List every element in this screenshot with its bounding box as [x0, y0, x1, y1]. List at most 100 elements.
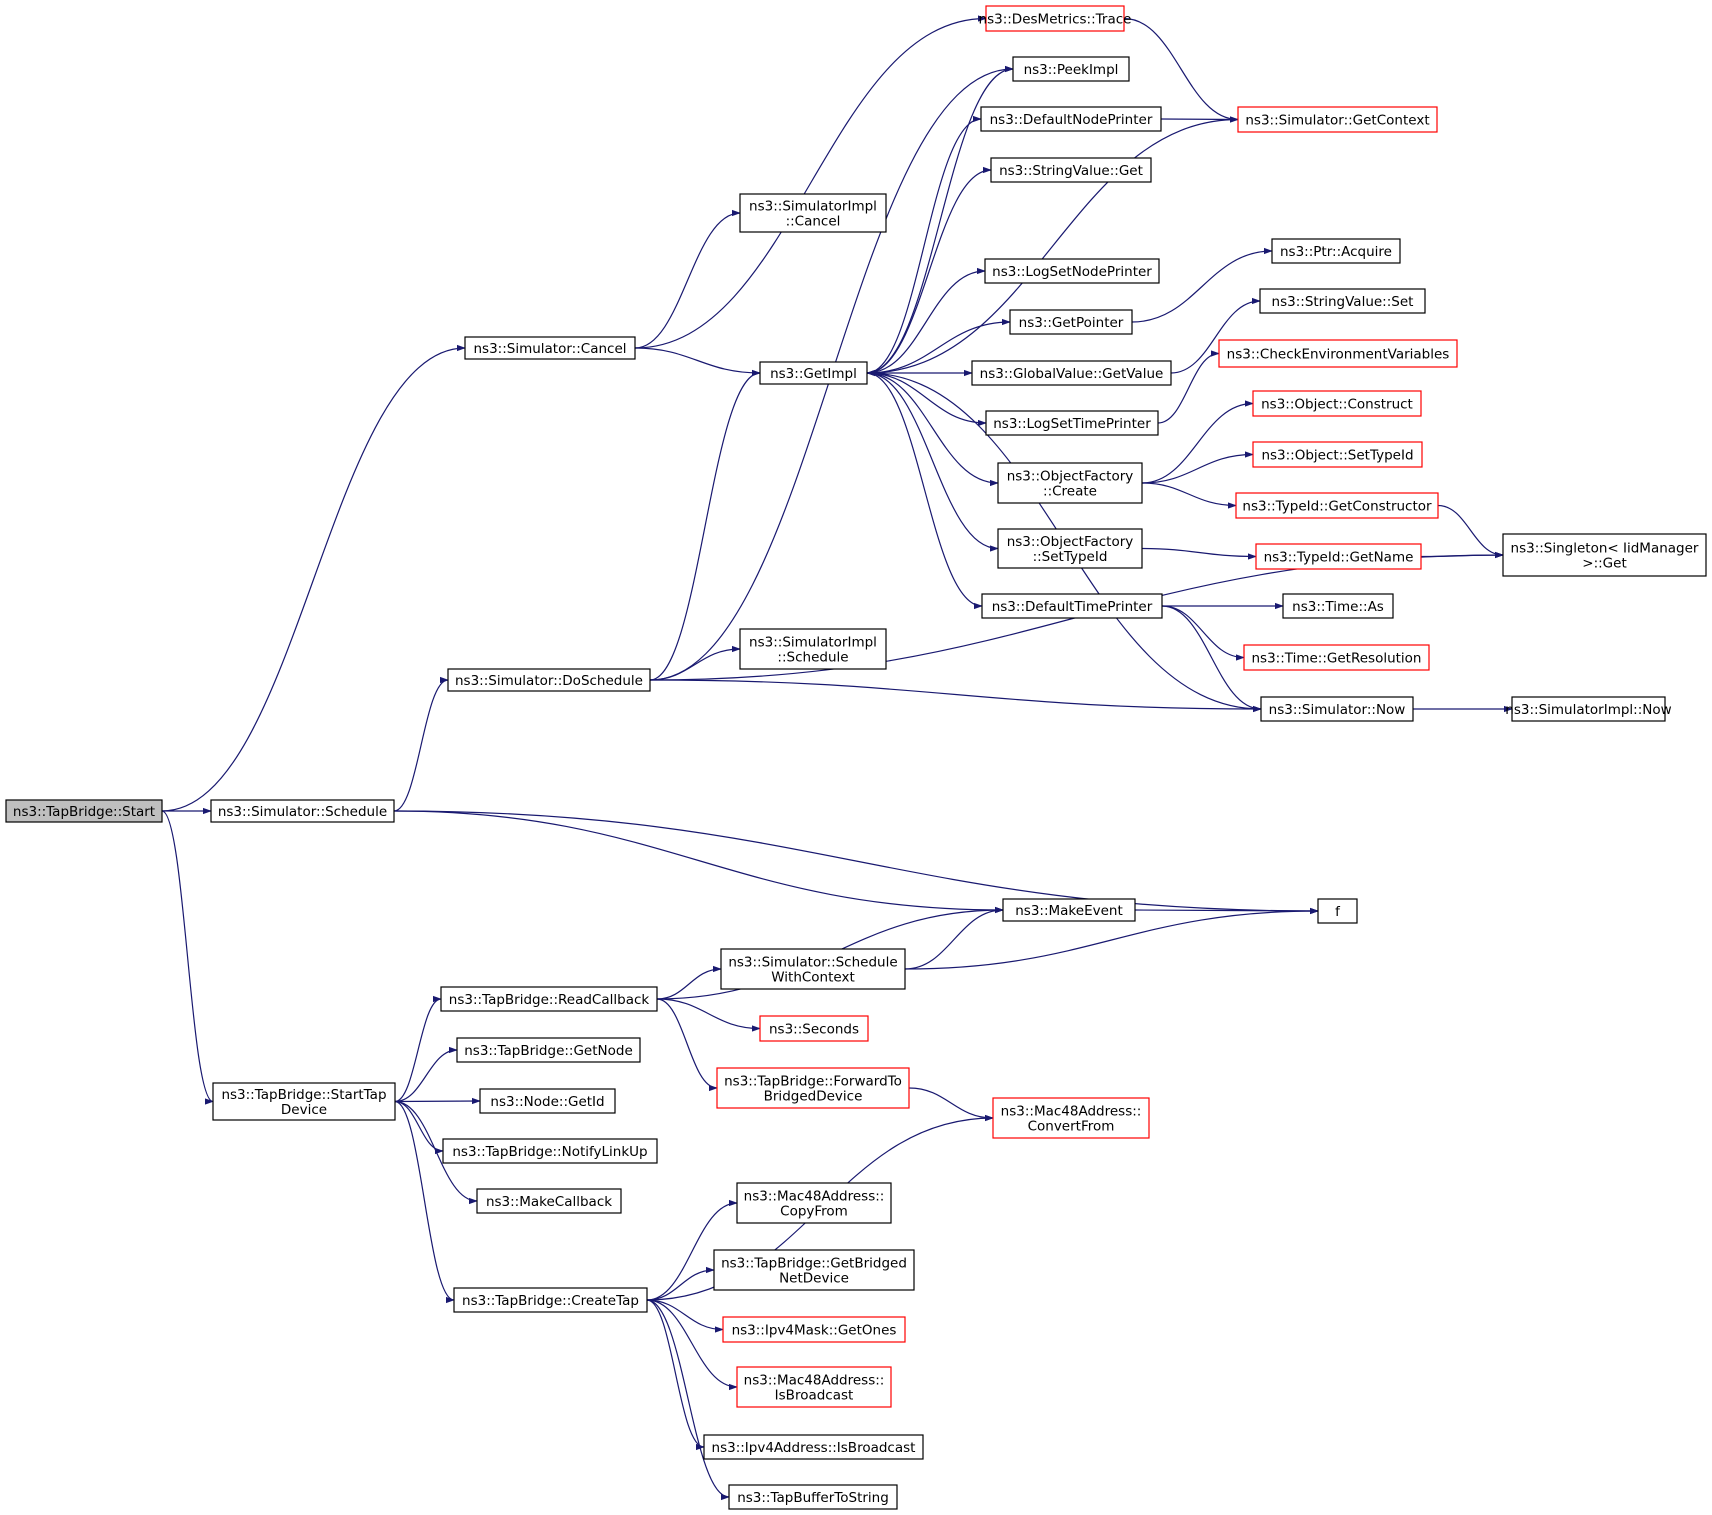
node-tapbuffer[interactable]: ns3::TapBufferToString	[728, 1484, 898, 1510]
node-deftimeprinter[interactable]: ns3::DefaultTimePrinter	[981, 593, 1163, 619]
node-box	[980, 106, 1162, 132]
node-label: ns3::TapBridge::NotifyLinkUp	[452, 1144, 647, 1160]
node-box	[1259, 288, 1426, 314]
node-seconds[interactable]: ns3::Seconds	[759, 1015, 869, 1042]
node-timeas[interactable]: ns3::Time::As	[1282, 593, 1394, 619]
node-simimplschedule[interactable]: ns3::SimulatorImpl::Schedule	[739, 628, 887, 670]
node-logsetnode[interactable]: ns3::LogSetNodePrinter	[984, 258, 1160, 284]
node-box	[722, 1316, 906, 1343]
node-box	[210, 799, 395, 823]
call-edge-sched-to-f	[393, 810, 1319, 915]
node-label: ns3::TapBridge::ForwardTo	[724, 1074, 902, 1090]
node-start[interactable]: ns3::TapBridge::Start	[5, 799, 163, 823]
node-makeevent[interactable]: ns3::MakeEvent	[1002, 898, 1136, 922]
node-globalget[interactable]: ns3::GlobalValue::GetValue	[971, 360, 1172, 386]
node-logsettime[interactable]: ns3::LogSetTimePrinter	[985, 410, 1159, 436]
node-box	[1243, 644, 1430, 671]
call-edge-deftimeprinter-to-getresolution	[1161, 605, 1245, 661]
node-destrace[interactable]: ns3::DesMetrics::Trace	[979, 5, 1132, 32]
node-label: ns3::Simulator::DoSchedule	[455, 673, 643, 689]
node-convertfrom[interactable]: ns3::Mac48Address::ConvertFrom	[992, 1097, 1150, 1139]
node-box	[1235, 492, 1439, 519]
node-notifylinkup[interactable]: ns3::TapBridge::NotifyLinkUp	[442, 1138, 658, 1164]
node-box	[736, 1366, 892, 1408]
node-dosched[interactable]: ns3::Simulator::DoSchedule	[447, 668, 651, 692]
call-edge-readcb-to-schedctx	[656, 965, 722, 1000]
node-box	[759, 1015, 869, 1042]
node-label: ns3::MakeEvent	[1015, 903, 1123, 919]
node-getconstructor[interactable]: ns3::TypeId::GetConstructor	[1235, 492, 1439, 519]
node-stringset[interactable]: ns3::StringValue::Set	[1259, 288, 1426, 314]
call-edge-ofcreate-to-objconstruct	[1141, 400, 1254, 484]
node-label: ns3::Simulator::Schedule	[728, 955, 897, 971]
call-edge-makeevent-to-f	[1134, 907, 1319, 915]
node-f[interactable]: f	[1317, 898, 1358, 924]
call-edge-ofsettypeid-to-getname	[1141, 547, 1257, 560]
node-box	[447, 668, 651, 692]
call-edge-getcontext-to-getimpl	[866, 118, 1239, 377]
call-edge-ofcreate-to-getconstructor	[1141, 482, 1237, 509]
node-singleton[interactable]: ns3::Singleton< IidManager>::Get	[1502, 533, 1707, 577]
node-label: ns3::TapBridge::CreateTap	[462, 1293, 639, 1309]
node-cancel[interactable]: ns3::Simulator::Cancel	[464, 336, 636, 360]
call-edge-readcb-to-fwd	[656, 998, 718, 1092]
node-sched[interactable]: ns3::Simulator::Schedule	[210, 799, 395, 823]
node-simnow[interactable]: ns3::Simulator::Now	[1260, 696, 1414, 722]
node-getcontext[interactable]: ns3::Simulator::GetContext	[1237, 106, 1438, 133]
node-label: ns3::SimulatorImpl	[749, 199, 877, 215]
node-defnodeprinter[interactable]: ns3::DefaultNodePrinter	[980, 106, 1162, 132]
node-label: ns3::Ptr::Acquire	[1280, 244, 1392, 260]
node-stringget[interactable]: ns3::StringValue::Get	[990, 157, 1152, 183]
call-edge-start-to-cancel	[161, 344, 466, 812]
node-peekimpl[interactable]: ns3::PeekImpl	[1012, 56, 1130, 82]
node-box	[1271, 238, 1401, 264]
node-getpointer[interactable]: ns3::GetPointer	[1009, 309, 1133, 335]
node-label: ns3::GlobalValue::GetValue	[980, 366, 1164, 382]
node-box	[713, 1249, 915, 1291]
node-getresolution[interactable]: ns3::Time::GetResolution	[1243, 644, 1430, 671]
node-getnode[interactable]: ns3::TapBridge::GetNode	[456, 1037, 641, 1063]
node-objsettypeid[interactable]: ns3::Object::SetTypeId	[1252, 441, 1423, 468]
call-edge-getimpl-to-logsetnode	[866, 267, 986, 374]
node-checkenv[interactable]: ns3::CheckEnvironmentVariables	[1218, 339, 1458, 368]
node-label: ::Schedule	[777, 650, 848, 666]
node-label: ns3::Simulator::Cancel	[473, 341, 626, 357]
node-label: ns3::Time::GetResolution	[1251, 651, 1421, 667]
node-simimplcancel[interactable]: ns3::SimulatorImpl::Cancel	[739, 193, 887, 233]
node-copyfrom[interactable]: ns3::Mac48Address::CopyFrom	[736, 1182, 892, 1224]
node-label: ns3::DesMetrics::Trace	[979, 12, 1132, 28]
node-nodegetid[interactable]: ns3::Node::GetId	[479, 1088, 616, 1114]
node-box	[1252, 390, 1422, 417]
call-edge-dosched-to-simnow	[649, 679, 1262, 713]
node-getname[interactable]: ns3::TypeId::GetName	[1255, 543, 1422, 570]
node-box	[992, 1097, 1150, 1139]
node-ofsettypeid[interactable]: ns3::ObjectFactory::SetTypeId	[997, 528, 1143, 569]
call-edge-getconstructor-to-singleton	[1437, 504, 1504, 559]
node-getimpl[interactable]: ns3::GetImpl	[759, 361, 868, 385]
node-ipv4isbroadcast[interactable]: ns3::Ipv4Address::IsBroadcast	[703, 1434, 924, 1460]
node-label: ns3::TapBridge::GetBridged	[721, 1256, 907, 1272]
call-edge-starttap-to-makecallback	[394, 1100, 478, 1205]
node-label: ::Cancel	[786, 214, 841, 230]
node-isbroadcast[interactable]: ns3::Mac48Address::IsBroadcast	[736, 1366, 892, 1408]
node-simimplnow[interactable]: ns3::SimulatorImpl::Now	[1505, 696, 1672, 722]
call-edge-sched-to-dosched	[393, 676, 449, 812]
node-ptracquire[interactable]: ns3::Ptr::Acquire	[1271, 238, 1401, 264]
node-readcb[interactable]: ns3::TapBridge::ReadCallback	[440, 986, 658, 1012]
node-ofcreate[interactable]: ns3::ObjectFactory::Create	[997, 462, 1143, 504]
call-edge-getimpl-to-deftimeprinter	[866, 372, 983, 610]
node-getones[interactable]: ns3::Ipv4Mask::GetOnes	[722, 1316, 906, 1343]
node-box	[1009, 309, 1133, 335]
node-objconstruct[interactable]: ns3::Object::Construct	[1252, 390, 1422, 417]
node-makecallback[interactable]: ns3::MakeCallback	[476, 1188, 622, 1214]
node-label: ns3::Node::GetId	[490, 1094, 604, 1110]
call-edge-starttap-to-readcb	[394, 995, 442, 1103]
node-box	[5, 799, 163, 823]
node-createtap[interactable]: ns3::TapBridge::CreateTap	[453, 1287, 648, 1313]
node-box	[476, 1188, 622, 1214]
call-edge-logsettime-to-checkenv	[1157, 350, 1220, 424]
